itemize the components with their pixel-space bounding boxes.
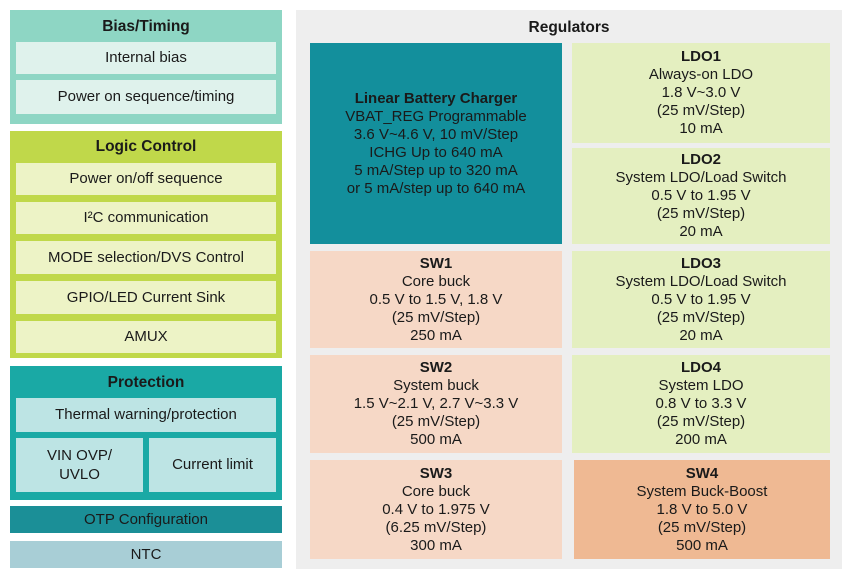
- ldo4-line: 0.8 V to 3.3 V: [655, 395, 747, 412]
- sw4-title: SW4: [685, 464, 719, 482]
- vin-ovp-line: VIN OVP/: [46, 447, 113, 464]
- charger-line: VBAT_REG Programmable: [345, 107, 527, 125]
- sw2-line: System buck: [393, 377, 479, 394]
- ldo2-line: 20 mA: [679, 223, 723, 240]
- logic-control-title: Logic Control: [95, 138, 197, 155]
- uvlo-line: UVLO: [59, 466, 100, 483]
- sw3-line: Core buck: [401, 482, 471, 500]
- sw1-line: 250 mA: [410, 326, 462, 344]
- ldo3-line: (25 mV/Step): [656, 308, 746, 326]
- protection-panel: Protection Thermal warning/protection VI…: [10, 366, 282, 500]
- sw3-line: (6.25 mV/Step): [385, 518, 487, 536]
- bias-timing-panel: Bias/Timing Internal bias Power on seque…: [10, 10, 282, 124]
- regulators-panel: Regulators Linear Battery Charger VBAT_R…: [296, 10, 842, 569]
- sw1-title: SW1: [419, 254, 453, 272]
- bias-timing-title: Bias/Timing: [102, 18, 190, 35]
- ldo3-title: LDO3: [680, 254, 721, 272]
- sw3-line: 0.4 V to 1.975 V: [382, 500, 490, 518]
- power-on-sequence-block: Power on sequence/timing: [16, 80, 276, 114]
- ldo3-line: System LDO/Load Switch: [615, 272, 787, 290]
- sw2-line: 1.5 V~2.1 V, 2.7 V~3.3 V: [353, 395, 519, 412]
- ldo2-line: System LDO/Load Switch: [615, 169, 787, 186]
- sw1-line: (25 mV/Step): [391, 308, 481, 326]
- ldo4-line: System LDO: [658, 377, 744, 394]
- sw2-line: (25 mV/Step): [391, 413, 481, 430]
- ldo1-block: LDO1 Always-on LDO 1.8 V~3.0 V (25 mV/St…: [572, 43, 830, 143]
- sw4-line: 500 mA: [676, 536, 728, 554]
- ldo2-line: 0.5 V to 1.95 V: [651, 187, 751, 204]
- ldo2-title: LDO2: [680, 151, 721, 168]
- sw1-line: Core buck: [401, 272, 471, 290]
- ldo1-line: 10 mA: [679, 120, 723, 137]
- sw4-line: (25 mV/Step): [657, 518, 747, 536]
- sw3-title: SW3: [419, 464, 453, 482]
- ldo4-line: 200 mA: [675, 431, 727, 448]
- charger-line: 3.6 V~4.6 V, 10 mV/Step: [353, 125, 519, 143]
- protection-title: Protection: [107, 374, 185, 391]
- otp-configuration-block: OTP Configuration: [10, 506, 282, 533]
- internal-bias-block: Internal bias: [16, 42, 276, 74]
- ldo4-line: (25 mV/Step): [656, 413, 746, 430]
- ldo3-line: 0.5 V to 1.95 V: [651, 290, 751, 308]
- sw4-line: 1.8 V to 5.0 V: [656, 500, 748, 518]
- sw2-title: SW2: [419, 359, 453, 376]
- ldo2-line: (25 mV/Step): [656, 205, 746, 222]
- current-limit-block: Current limit: [149, 438, 276, 492]
- logic-control-panel: Logic Control Power on/off sequence I²C …: [10, 131, 282, 358]
- ntc-block: NTC: [10, 541, 282, 568]
- sw3-line: 300 mA: [410, 536, 462, 554]
- gpio-led-block: GPIO/LED Current Sink: [16, 281, 276, 314]
- sw1-block: SW1 Core buck 0.5 V to 1.5 V, 1.8 V (25 …: [310, 251, 562, 348]
- thermal-protection-block: Thermal warning/protection: [16, 398, 276, 432]
- ldo1-line: 1.8 V~3.0 V: [661, 84, 741, 101]
- linear-battery-charger-block: Linear Battery Charger VBAT_REG Programm…: [310, 43, 562, 244]
- sw2-block: SW2 System buck 1.5 V~2.1 V, 2.7 V~3.3 V…: [310, 355, 562, 453]
- sw3-block: SW3 Core buck 0.4 V to 1.975 V (6.25 mV/…: [310, 460, 562, 559]
- sw4-line: System Buck-Boost: [636, 482, 768, 500]
- i2c-communication-block: I²C communication: [16, 202, 276, 234]
- sw2-line: 500 mA: [410, 431, 462, 448]
- vin-ovp-uvlo-block: VIN OVP/ UVLO: [16, 438, 143, 492]
- ldo4-block: LDO4 System LDO 0.8 V to 3.3 V (25 mV/St…: [572, 355, 830, 453]
- charger-line: ICHG Up to 640 mA: [369, 143, 503, 161]
- ldo3-line: 20 mA: [679, 326, 723, 344]
- sw4-block: SW4 System Buck-Boost 1.8 V to 5.0 V (25…: [574, 460, 830, 559]
- amux-block: AMUX: [16, 321, 276, 353]
- regulators-title: Regulators: [528, 19, 610, 36]
- ldo4-title: LDO4: [680, 359, 721, 376]
- mode-selection-block: MODE selection/DVS Control: [16, 241, 276, 274]
- charger-line: 5 mA/Step up to 320 mA: [354, 161, 518, 179]
- power-on-off-sequence-block: Power on/off sequence: [16, 163, 276, 195]
- charger-line: or 5 mA/step up to 640 mA: [346, 179, 526, 197]
- ldo1-line: Always-on LDO: [648, 66, 754, 83]
- ldo1-line: (25 mV/Step): [656, 102, 746, 119]
- ldo3-block: LDO3 System LDO/Load Switch 0.5 V to 1.9…: [572, 251, 830, 348]
- ldo2-block: LDO2 System LDO/Load Switch 0.5 V to 1.9…: [572, 148, 830, 244]
- ldo1-title: LDO1: [680, 48, 721, 65]
- sw1-line: 0.5 V to 1.5 V, 1.8 V: [369, 290, 503, 308]
- charger-title: Linear Battery Charger: [354, 89, 518, 107]
